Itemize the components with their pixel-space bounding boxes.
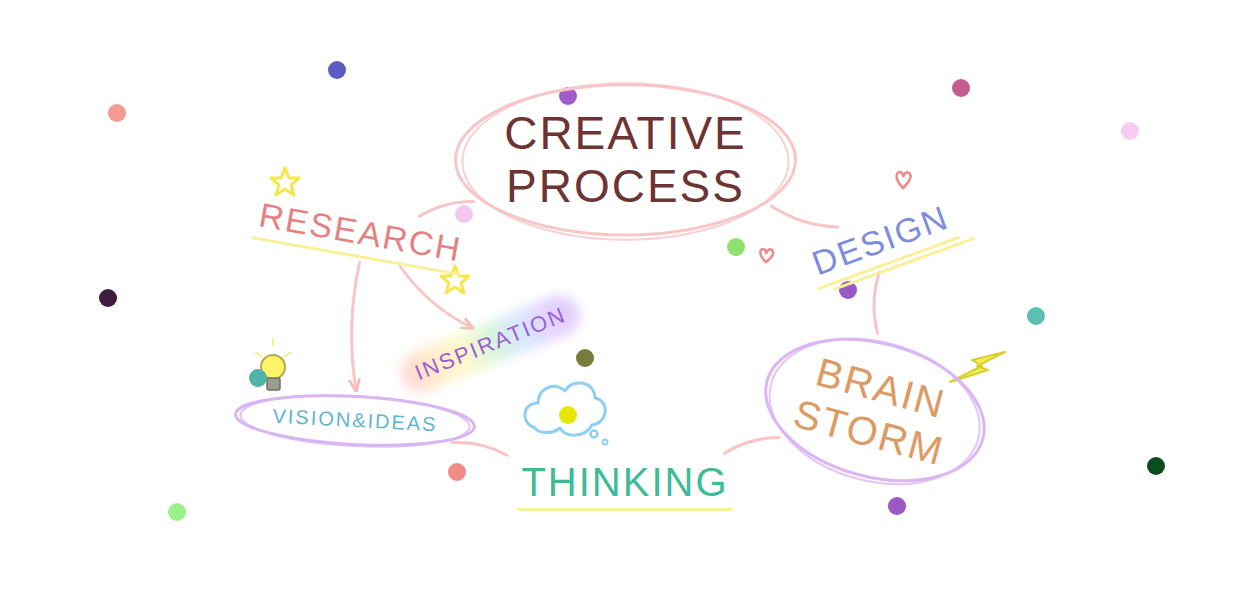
connector-line — [771, 206, 838, 227]
thought-cloud — [525, 383, 608, 445]
connector-line — [874, 272, 879, 333]
vision-oval: VISION&IDEAS — [232, 389, 478, 453]
star-doodle — [271, 168, 299, 195]
heart-doodle — [760, 249, 773, 262]
connector-arrow — [400, 267, 472, 328]
connector-line — [452, 442, 507, 455]
underline-stroke — [517, 508, 733, 511]
research-label: RESEARCH — [248, 190, 474, 275]
inspiration-label: INSPIRATION — [402, 295, 579, 392]
confetti-dots — [99, 61, 1165, 521]
node-label: CREATIVE PROCESS — [502, 107, 749, 213]
node-label: VISION&IDEAS — [270, 405, 441, 437]
node-label: THINKING — [519, 459, 731, 505]
connector-line — [419, 201, 473, 216]
connector-line — [725, 438, 780, 454]
heart-doodle — [897, 172, 911, 188]
thinking-label: THINKING — [513, 455, 737, 509]
connector-arrow — [352, 262, 360, 389]
design-label: DESIGN — [798, 191, 964, 290]
lightning-doodle — [950, 352, 1005, 382]
brainstorm-oval: BRAIN STORM — [747, 312, 1004, 508]
title-oval: CREATIVE PROCESS — [452, 80, 799, 240]
node-label: RESEARCH — [254, 195, 467, 270]
